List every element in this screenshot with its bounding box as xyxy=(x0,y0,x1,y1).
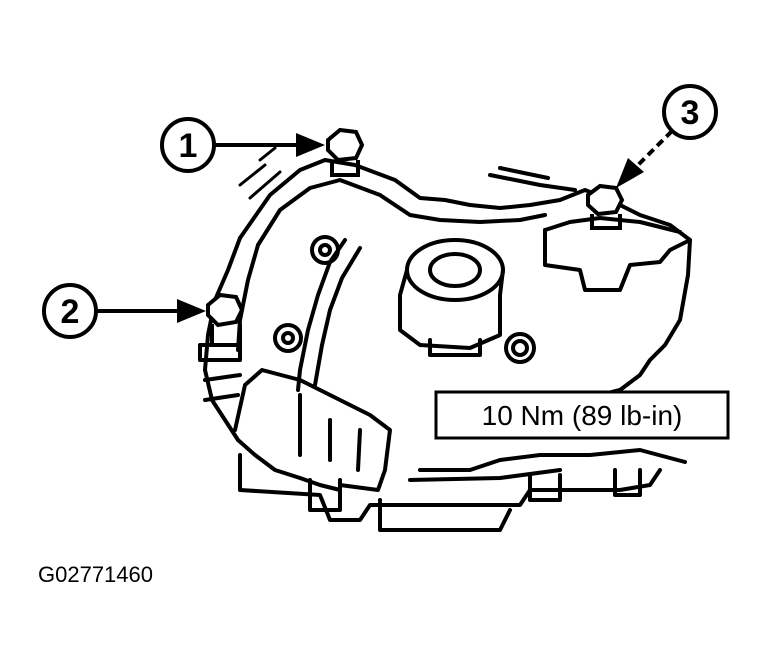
bolt-3-icon xyxy=(586,183,625,230)
callout-1-label: 1 xyxy=(179,127,198,165)
housing-drawing xyxy=(198,146,692,532)
callout-3-label: 3 xyxy=(681,94,700,132)
callout-2-label: 2 xyxy=(61,293,80,331)
arrow-2-icon xyxy=(177,299,206,323)
callout-3: 3 xyxy=(616,84,718,188)
figure-id: G02771460 xyxy=(38,562,153,587)
arrow-1-icon xyxy=(296,133,325,157)
arrow-3-icon xyxy=(616,158,644,188)
torque-spec-box: 10 Nm (89 lb-in) xyxy=(434,390,730,440)
bolt-1-icon xyxy=(326,127,365,177)
callout-2: 2 xyxy=(42,283,206,339)
torque-spec-text: 10 Nm (89 lb-in) xyxy=(482,400,683,431)
callout-1: 1 xyxy=(160,117,325,173)
bolt-2-icon xyxy=(206,292,245,347)
